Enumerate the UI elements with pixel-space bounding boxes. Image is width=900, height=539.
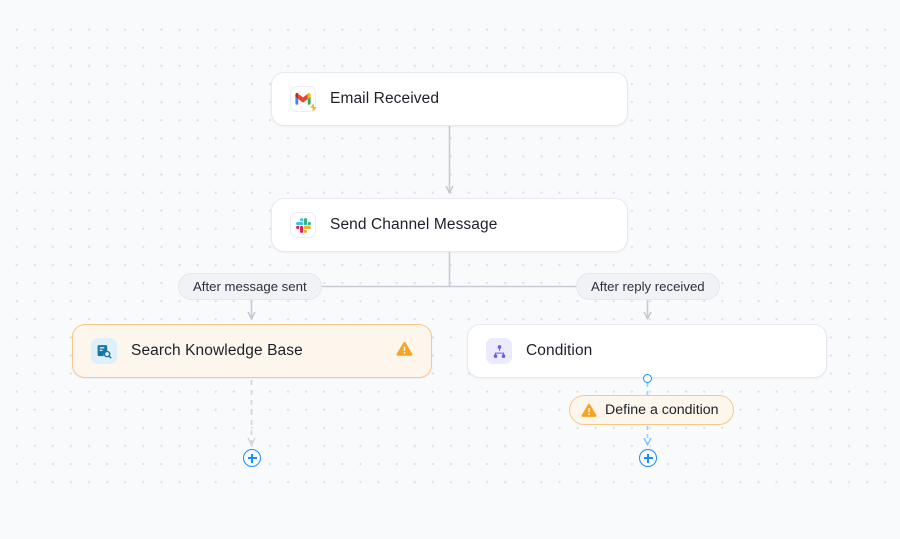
node-title: Search Knowledge Base [131, 342, 303, 359]
node-title: Send Channel Message [330, 216, 498, 233]
add-step-button-condition[interactable] [639, 449, 657, 467]
node-title: Condition [526, 342, 593, 359]
edge-label-after-reply-received[interactable]: After reply received [576, 273, 720, 300]
node-search-knowledge-base[interactable]: Search Knowledge Base [72, 324, 432, 378]
add-step-button-knowledge-base[interactable] [243, 449, 261, 467]
slack-icon [290, 212, 316, 238]
edge-label-text: After reply received [591, 279, 705, 294]
node-title: Email Received [330, 90, 440, 107]
node-email-received[interactable]: Email Received [271, 72, 628, 126]
node-send-channel-message[interactable]: Send Channel Message [271, 198, 628, 252]
edge-label-after-message-sent[interactable]: After message sent [178, 273, 322, 300]
edge-label-text: After message sent [193, 279, 307, 294]
warning-triangle-icon [581, 403, 597, 418]
chip-define-a-condition[interactable]: Define a condition [569, 395, 734, 425]
gmail-icon [290, 86, 318, 113]
branch-condition-icon [486, 338, 512, 364]
chip-label: Define a condition [605, 402, 719, 418]
condition-output-handle[interactable] [643, 374, 652, 383]
lightning-bolt-icon [309, 102, 318, 113]
node-condition[interactable]: Condition [467, 324, 827, 378]
warning-triangle-icon[interactable] [396, 341, 413, 362]
knowledge-base-search-icon [91, 338, 117, 364]
